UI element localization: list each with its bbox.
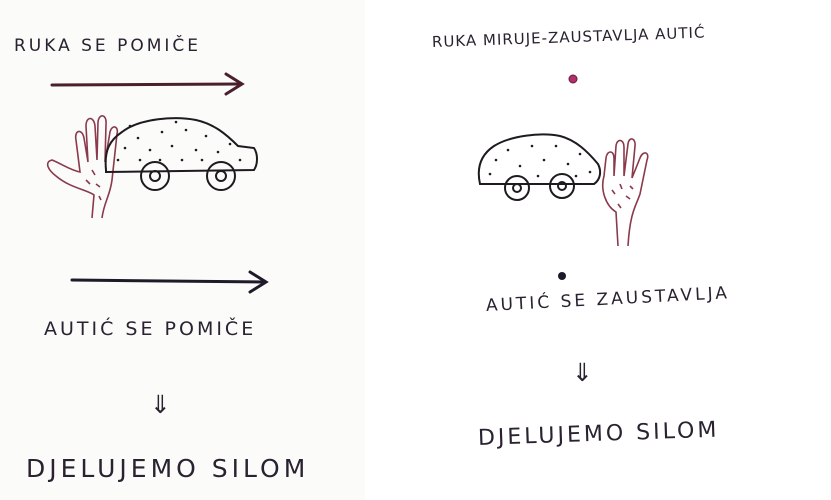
car-motion-arrow — [70, 270, 269, 294]
hand-icon-right — [601, 138, 649, 247]
left-conclusion: DJELUJEMO SILOM — [26, 454, 310, 483]
right-panel — [365, 0, 831, 500]
hand-icon-left — [46, 115, 119, 219]
left-implication-arrow: ⇓ — [150, 390, 171, 419]
car-icon-right — [477, 133, 602, 201]
left-heading: RUKA SE POMIČE — [14, 36, 201, 56]
left-caption: AUTIĆ SE POMIČE — [44, 318, 257, 340]
marker-dot-top — [568, 74, 578, 84]
car-icon-left — [104, 117, 258, 191]
hand-motion-arrow — [50, 72, 245, 96]
marker-dot-bottom — [558, 272, 566, 280]
right-implication-arrow: ⇓ — [572, 358, 593, 387]
